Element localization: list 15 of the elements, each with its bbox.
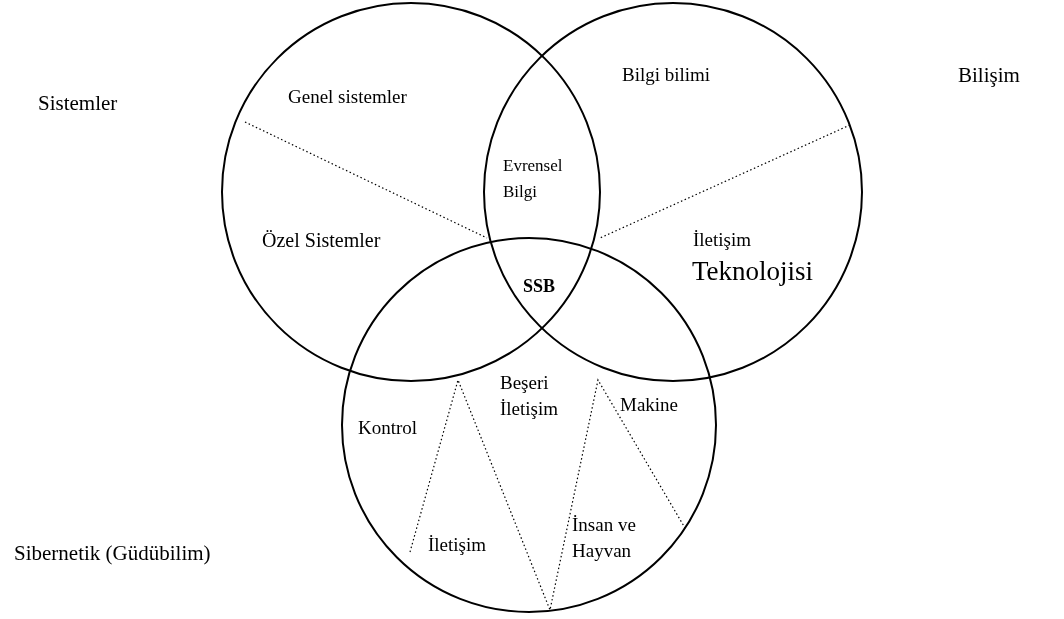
region-label: Bilgi bilimi (622, 63, 711, 87)
region-label: Makine (620, 393, 679, 417)
region-label: Özel Sistemler (262, 228, 381, 253)
region-label: Beşeri İletişim (500, 371, 560, 421)
overlap-label: Evrensel Bilgi (503, 155, 564, 203)
region-label: İletişim (428, 533, 487, 557)
region-label: Teknolojisi (692, 258, 814, 284)
set-title: Sibernetik (Güdübilim) (14, 540, 211, 566)
region-label: İnsan ve Hayvan (572, 513, 637, 563)
region-label: Genel sistemler (288, 85, 407, 109)
intersection-label: SSB (523, 275, 556, 298)
region-label: İletişim (693, 228, 752, 252)
set-title: Bilişim (958, 62, 1020, 88)
region-label: Kontrol (358, 416, 418, 440)
set-title: Sistemler (38, 90, 118, 116)
